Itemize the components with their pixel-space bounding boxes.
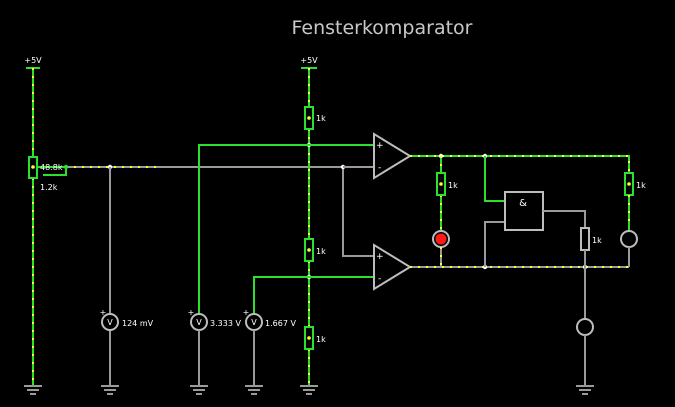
svg-text:V: V [196,318,202,327]
pot-lower-label: 1.2k [40,183,58,192]
voltmeter-lower-threshold[interactable]: V + 1.667 V [243,308,297,331]
voltmeter-upper-threshold[interactable]: V + 3.333 V [188,308,242,331]
svg-text:1k: 1k [316,247,326,256]
ground-output [576,385,594,395]
middle-supply: +5V [300,56,318,69]
resistor-lamp[interactable]: 1k [624,172,646,196]
svg-text:+: + [100,308,107,317]
svg-text:-: - [378,163,381,173]
resistor-divider-bottom[interactable]: 1k [304,326,326,350]
lamp-indicator[interactable] [620,230,638,248]
svg-text:-: - [378,274,381,284]
potentiometer[interactable]: 48.8k 1.2k [28,156,67,192]
left-supply-label: +5V [24,56,42,65]
svg-text:+: + [188,308,195,317]
svg-text:1k: 1k [592,236,602,245]
resistor-led[interactable]: 1k [436,172,458,196]
opamp-lower[interactable]: + - [373,243,412,291]
pot-upper-label: 48.8k [40,163,63,172]
resistor-gate-output[interactable]: 1k [580,227,602,251]
resistor-divider-mid[interactable]: 1k [304,238,326,262]
voltmeter-input-reading: 124 mV [122,319,154,328]
svg-text:V: V [107,318,113,327]
voltmeter-input[interactable]: V + 124 mV [100,308,154,331]
svg-text:1k: 1k [316,335,326,344]
opamp-upper[interactable]: + - [373,132,412,180]
ground-input-meter [101,385,119,395]
voltmeter-upper-reading: 3.333 V [210,319,241,328]
ground-divider [300,385,318,395]
svg-text:+: + [243,308,250,317]
middle-supply-label: +5V [300,56,318,65]
svg-text:V: V [251,318,257,327]
ground-lower-meter [245,385,263,395]
svg-text:+: + [376,252,384,262]
ground-upper-meter [190,385,208,395]
led-indicator[interactable] [432,230,450,248]
diagram-title: Fensterkomparator [292,17,473,39]
output-indicator[interactable] [576,318,594,336]
voltmeter-lower-reading: 1.667 V [265,319,296,328]
and-gate[interactable]: & [504,191,544,231]
resistor-divider-top[interactable]: 1k [304,106,326,130]
left-supply: +5V [24,56,42,69]
svg-text:+: + [376,141,384,151]
and-gate-label: & [519,198,527,209]
ground-left [24,385,42,395]
svg-text:1k: 1k [448,181,458,190]
svg-text:1k: 1k [636,181,646,190]
svg-text:1k: 1k [316,114,326,123]
